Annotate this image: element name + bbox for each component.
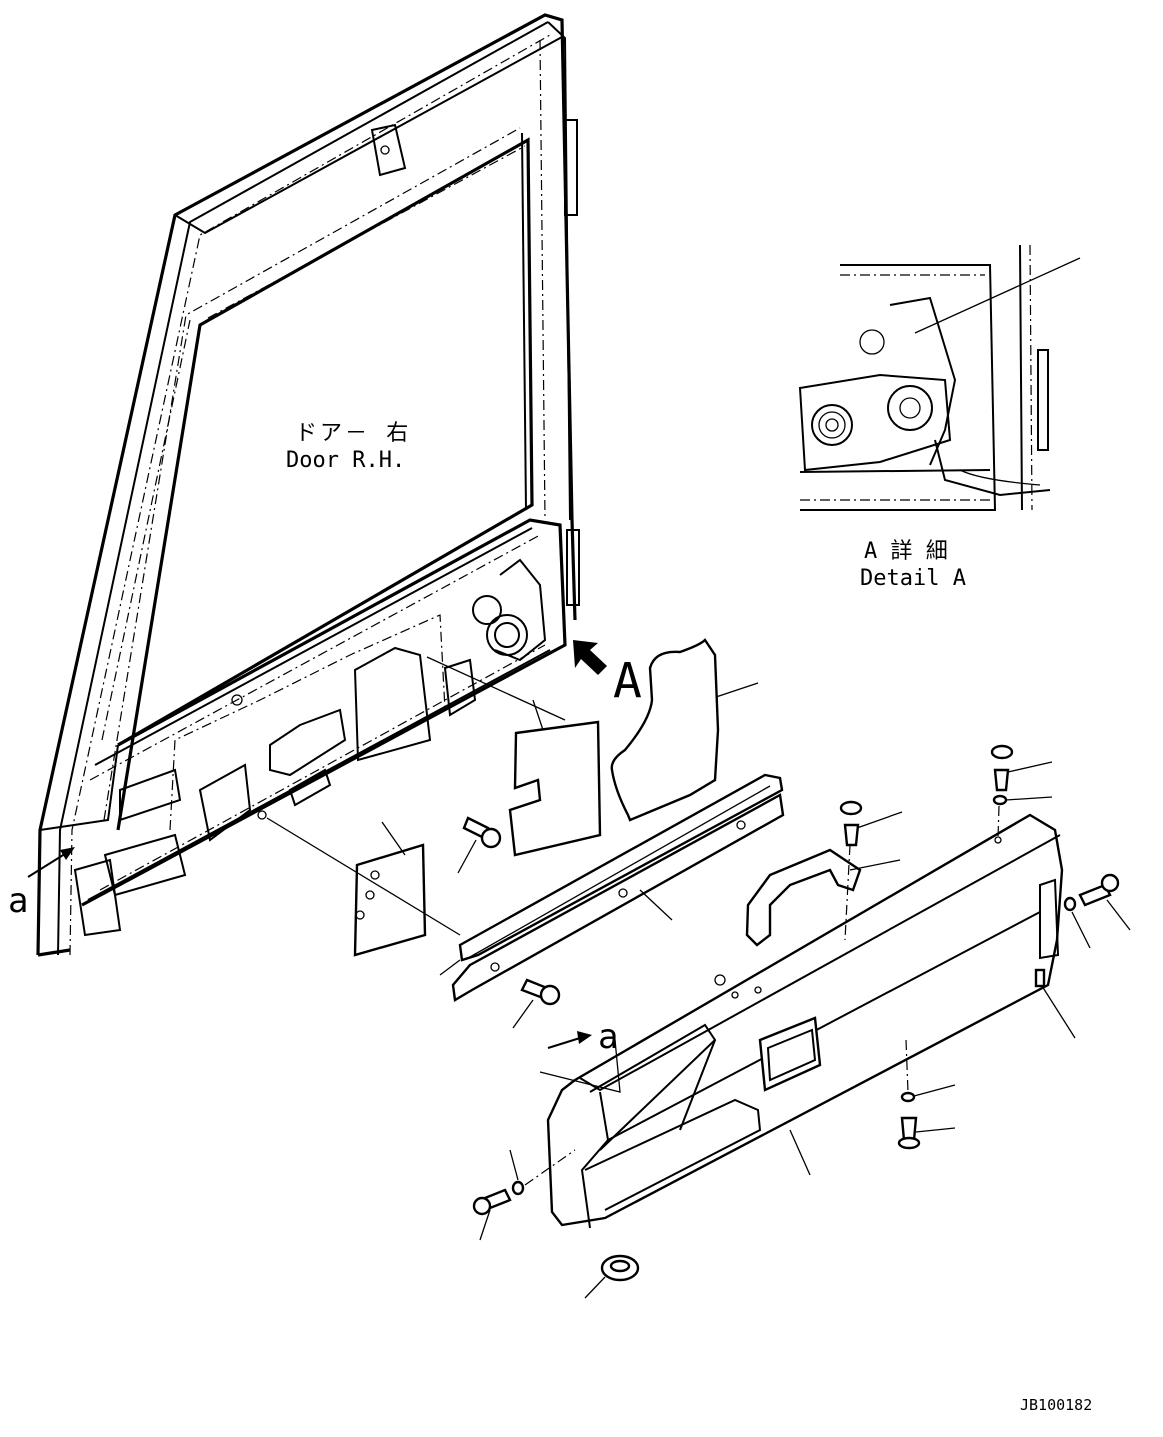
- bolt-side-right: [1063, 873, 1131, 949]
- small-plate: [266, 817, 461, 957]
- door-label-jp: ドア－ 右: [295, 421, 411, 446]
- cover-plate: [426, 656, 602, 857]
- drawing-code: JB100182: [1020, 1396, 1092, 1414]
- section-a-left-label: a: [8, 881, 28, 921]
- bolt-top-right: [990, 744, 1053, 839]
- section-a-bottom-label: a: [598, 1017, 618, 1057]
- pin: [1034, 968, 1076, 1039]
- bolt-cover: [457, 816, 502, 874]
- section-arrow-left: [27, 847, 75, 878]
- door-label-en: Door R.H.: [286, 448, 405, 473]
- bolt-bottom-left: [472, 1149, 576, 1241]
- detail-label-jp: A 詳 細: [864, 539, 948, 564]
- view-a-arrow: [573, 640, 607, 675]
- insulation-sheet: [610, 638, 759, 822]
- door-frame: [36, 13, 580, 957]
- bolt-channel: [512, 978, 561, 1029]
- detail-a-view: [798, 244, 1081, 511]
- section-arrow-bottom: [539, 1031, 621, 1093]
- bolt-bottom-right: [897, 1039, 956, 1150]
- detail-label-en: Detail A: [860, 566, 966, 591]
- grab-handle: [745, 848, 901, 947]
- armrest-body: [546, 813, 1064, 1229]
- grommet: [584, 1254, 640, 1299]
- bolt-top-left: [839, 800, 903, 941]
- channel-rail: [439, 773, 785, 1002]
- view-a-label: A: [613, 653, 642, 709]
